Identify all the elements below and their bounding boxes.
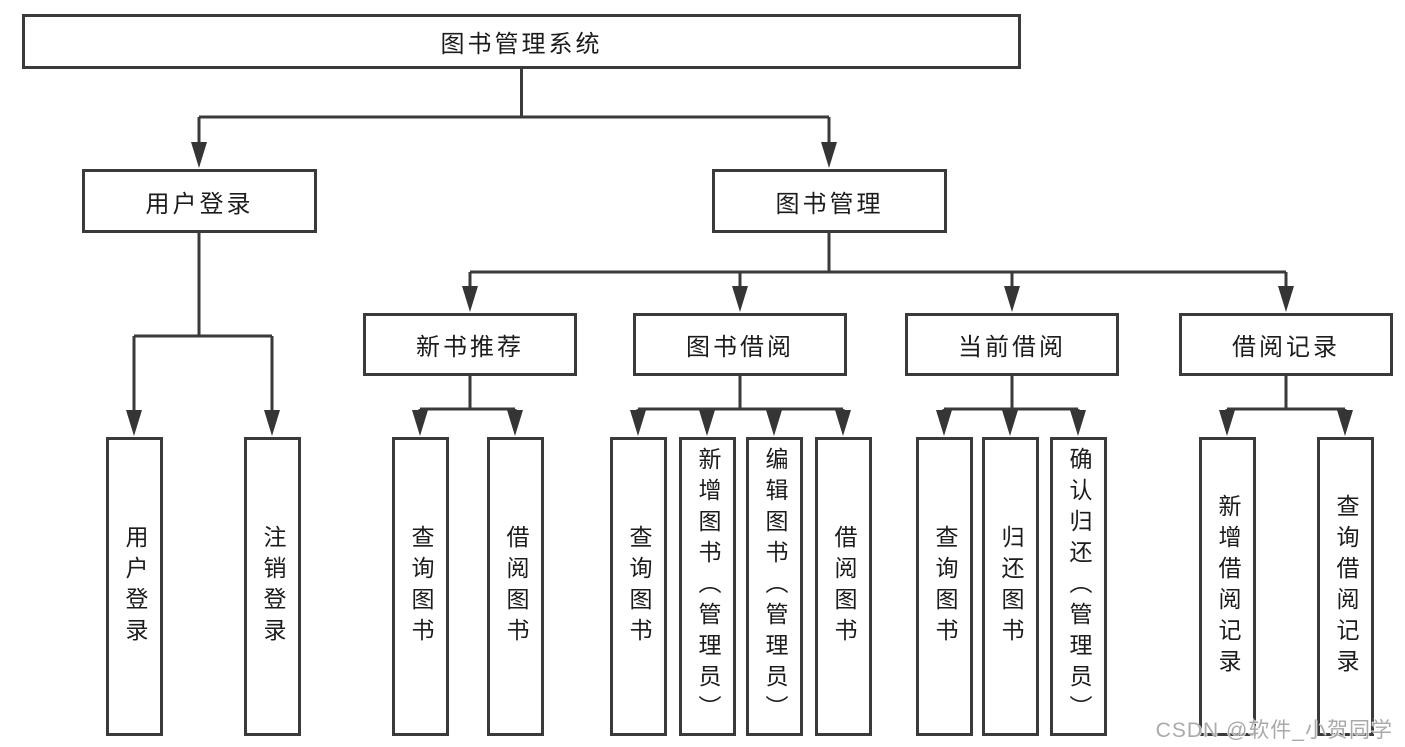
- arrow-icon: [699, 410, 715, 436]
- leaf-borrow-books-borrow: 借阅图书: [815, 437, 872, 736]
- node-current-borrow: 当前借阅: [905, 313, 1119, 376]
- leaf-return-books-label: 归还图书: [998, 524, 1024, 649]
- leaf-logout: 注销登录: [244, 437, 301, 736]
- connector-borrow-record-children: [1225, 376, 1347, 414]
- leaf-edit-book-admin: 编辑图书（管理员）: [746, 437, 803, 736]
- arrow-icon: [821, 142, 837, 168]
- connector-root-to-level2: [197, 69, 831, 148]
- leaf-add-borrow-record-label: 新增借阅记录: [1215, 493, 1241, 680]
- arrow-icon: [191, 142, 207, 168]
- arrow-icon: [1278, 286, 1294, 312]
- node-new-book-recommend: 新书推荐: [363, 313, 577, 376]
- arrow-icon: [1070, 410, 1086, 436]
- arrow-icon: [630, 410, 646, 436]
- node-root: 图书管理系统: [22, 14, 1021, 69]
- arrow-icon: [1337, 410, 1353, 436]
- leaf-user-login-label: 用户登录: [122, 524, 148, 649]
- node-book-borrow: 图书借阅: [633, 313, 847, 376]
- leaf-add-borrow-record: 新增借阅记录: [1199, 437, 1256, 736]
- arrow-icon: [766, 410, 782, 436]
- leaf-add-book-admin-label: 新增图书（管理员）: [695, 447, 721, 726]
- leaf-query-books-current-label: 查询图书: [932, 524, 958, 649]
- connector-book-borrow-children: [636, 376, 845, 414]
- leaf-query-borrow-record-label: 查询借阅记录: [1333, 493, 1359, 680]
- leaf-confirm-return-admin: 确认归还（管理员）: [1050, 437, 1107, 736]
- leaf-logout-label: 注销登录: [260, 524, 286, 649]
- leaf-query-books-recommend: 查询图书: [392, 437, 449, 736]
- leaf-return-books: 归还图书: [982, 437, 1039, 736]
- arrow-icon: [462, 286, 478, 312]
- arrow-icon: [1004, 286, 1020, 312]
- leaf-user-login: 用户登录: [106, 437, 163, 736]
- node-user-login: 用户登录: [82, 169, 317, 233]
- arrow-icon: [412, 410, 428, 436]
- csdn-watermark: CSDN @软件_小贺同学: [1155, 719, 1393, 742]
- arrow-icon: [126, 410, 142, 436]
- arrow-icon: [1002, 410, 1018, 436]
- connector-current-borrow-children: [942, 376, 1080, 414]
- leaf-borrow-books-recommend-label: 借阅图书: [503, 524, 529, 649]
- node-borrow-records: 借阅记录: [1179, 313, 1393, 376]
- leaf-query-books-current: 查询图书: [916, 437, 973, 736]
- leaf-borrow-books-recommend: 借阅图书: [487, 437, 544, 736]
- arrow-icon: [835, 410, 851, 436]
- node-book-management: 图书管理: [712, 169, 947, 233]
- leaf-borrow-books-borrow-label: 借阅图书: [831, 524, 857, 649]
- leaf-add-book-admin: 新增图书（管理员）: [679, 437, 736, 736]
- arrow-icon: [1219, 410, 1235, 436]
- leaf-edit-book-admin-label: 编辑图书（管理员）: [762, 447, 788, 726]
- leaf-query-books-borrow-label: 查询图书: [626, 524, 652, 649]
- leaf-query-books-borrow: 查询图书: [610, 437, 667, 736]
- connector-new-book-rec-children: [418, 376, 517, 414]
- leaf-query-books-recommend-label: 查询图书: [408, 524, 434, 649]
- connector-user-login-children: [132, 233, 274, 414]
- arrowheads: [126, 142, 1353, 436]
- leaf-query-borrow-record: 查询借阅记录: [1317, 437, 1374, 736]
- connector-book-mgmt-children: [468, 233, 1288, 290]
- arrow-icon: [507, 410, 523, 436]
- arrow-icon: [732, 286, 748, 312]
- leaf-confirm-return-admin-label: 确认归还（管理员）: [1066, 447, 1092, 726]
- arrow-icon: [936, 410, 952, 436]
- arrow-icon: [264, 410, 280, 436]
